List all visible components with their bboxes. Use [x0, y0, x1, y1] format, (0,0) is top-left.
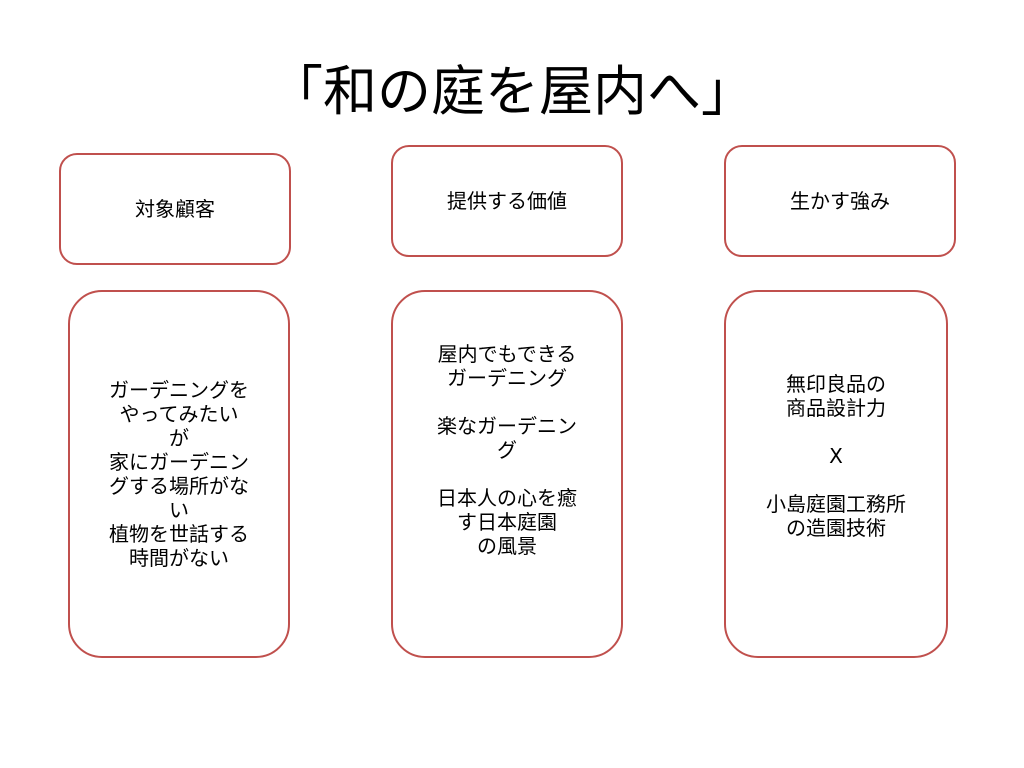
text-line: 屋内でもできる [437, 342, 577, 366]
header-label: 対象顧客 [135, 197, 215, 221]
text-line: 楽なガーデニン [437, 414, 577, 438]
text-line: 無印良品の [786, 372, 886, 396]
text-line: グする場所がな [109, 474, 249, 498]
header-target-customers: 対象顧客 [59, 153, 291, 265]
target-customers-box: ガーデニングを やってみたい が 家にガーデニン グする場所がな い 植物を世話… [68, 290, 290, 658]
header-label: 提供する価値 [447, 189, 567, 213]
text-line: の風景 [477, 534, 537, 558]
text-line: 家にガーデニン [109, 450, 249, 474]
strengths-box: 無印良品の 商品設計力 X 小島庭園工務所 の造園技術 [724, 290, 948, 658]
slide-title: 「和の庭を屋内へ」 [269, 60, 755, 123]
text-line: 商品設計力 [786, 396, 886, 420]
text-line: 日本人の心を癒 [437, 486, 577, 510]
header-label: 生かす強み [790, 189, 890, 213]
text-line: ガーデニング [447, 366, 567, 390]
text-line: の造園技術 [786, 516, 886, 540]
text-line: 小島庭園工務所 [766, 492, 906, 516]
text-line: ガーデニングを [109, 378, 249, 402]
text-line: グ [497, 438, 517, 462]
text-line: が [169, 426, 189, 450]
text-line: やってみたい [119, 402, 239, 426]
header-strengths: 生かす強み [724, 145, 956, 257]
text-line: 植物を世話する [109, 522, 249, 546]
text-line: す日本庭園 [457, 510, 557, 534]
value-offered-box: 屋内でもできる ガーデニング 楽なガーデニン グ 日本人の心を癒 す日本庭園 の… [391, 290, 623, 658]
text-line: 時間がない [129, 546, 229, 570]
times-symbol: X [829, 444, 843, 468]
header-value-offered: 提供する価値 [391, 145, 623, 257]
text-line: い [169, 498, 189, 522]
